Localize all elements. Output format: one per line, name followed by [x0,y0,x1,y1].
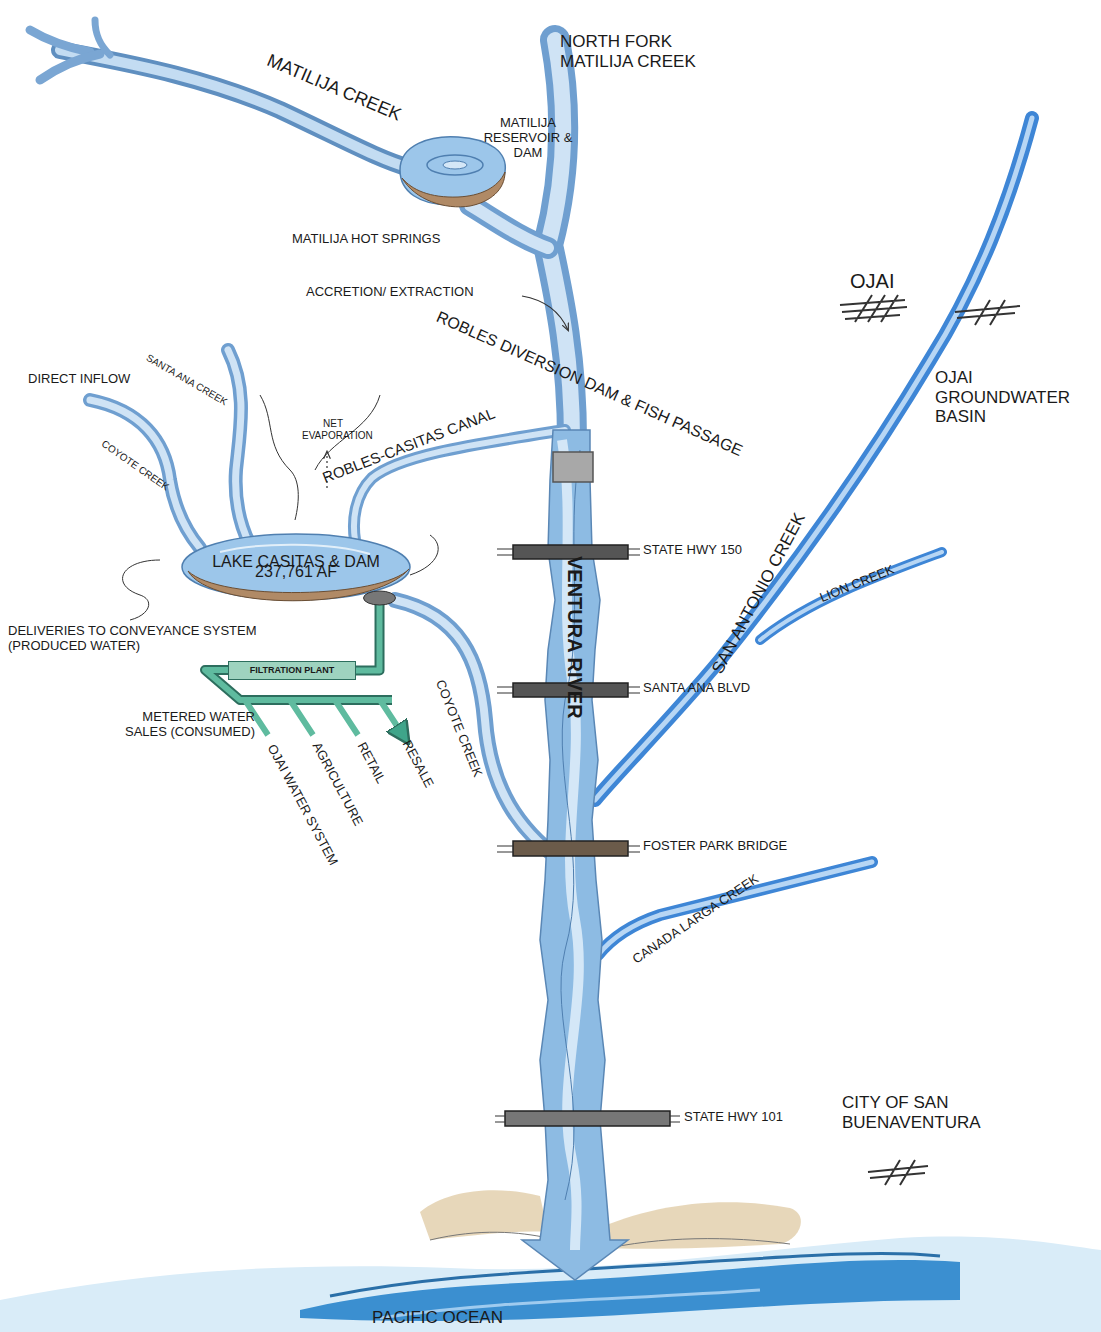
bridge-approach [495,549,680,1122]
matilija-reservoir [427,155,483,175]
plant-box: FILTRATION PLANT [228,661,356,680]
city-symbol [840,295,1020,1185]
creek [40,54,100,80]
lake-water [182,534,410,600]
matilija-reservoir [443,161,467,169]
creek-name: SANTA ANA CREEK [144,352,229,408]
leader-line [522,296,568,330]
bridge [513,841,628,856]
beach [420,1190,548,1240]
flow-label: NET EVAPORATION [302,418,364,441]
diversion-dam [553,452,593,482]
ocean-name: PACIFIC OCEAN [372,1308,503,1328]
creek [30,30,90,52]
creek [760,552,942,640]
use-category: RETAIL [354,740,388,786]
place-name: MATILIJA HOT SPRINGS [292,232,440,247]
creek [395,600,560,860]
creek-name: NORTH FORK MATILIJA CREEK [560,32,735,71]
reservoir-label: 237,761 AF [255,563,337,581]
matilija-reservoir [402,172,505,207]
creek [95,20,110,55]
bridge [505,545,670,1126]
beach [430,1232,548,1240]
road-name: STATE HWY 150 [643,543,742,558]
creek-name: LION CREEK [818,562,897,605]
creek [598,862,872,955]
creek [395,600,560,860]
callout: ACCRETION/ EXTRACTION [306,285,474,300]
creek [470,205,548,248]
flow-label: METERED WATER SALES (CONSUMED) [100,710,255,740]
dam-name: MATILIJA RESERVOIR & DAM [478,116,578,161]
diversion-dam [553,452,593,482]
creek [30,20,1032,955]
dam-outlet [364,591,396,605]
bridge-approach [497,549,640,555]
road-name: FOSTER PARK BRIDGE [643,839,787,854]
creek [90,400,200,548]
plant-label: FILTRATION PLANT [250,665,335,675]
pipe-outline [356,604,380,671]
creek [595,118,1032,800]
use-category: RESALE [399,738,436,790]
city-name: CITY OF SAN BUENAVENTURA [842,1093,1032,1132]
basin-name: OJAI GROUNDWATER BASIN [935,368,1070,427]
distribution-pipe [245,700,403,735]
flow-label: DIRECT INFLOW [28,372,130,387]
pipe-fill [356,604,380,671]
contour-line [410,535,438,575]
city-symbol [955,300,1020,325]
ocean [330,1254,940,1296]
contour-line [260,395,298,520]
creek [90,400,200,548]
conveyance-pipe [356,604,380,671]
creek [470,205,548,248]
creek [228,350,250,545]
bridge-approach [495,1116,680,1122]
road-name: SANTA ANA BLVD [643,681,750,696]
matilija-reservoir [400,137,505,207]
creek [60,50,410,168]
contour-line [123,395,439,620]
road-name: STATE HWY 101 [684,1110,783,1125]
flow-label: DELIVERIES TO CONVEYANCE SYSTEM (PRODUCE… [8,624,258,654]
leader-line [522,296,568,330]
creek [760,552,942,640]
bridge [505,1111,670,1126]
contour-line [123,560,160,620]
city-symbol [840,295,907,322]
creek [598,862,872,955]
creek [60,50,410,168]
creek [595,118,1032,800]
creek [228,350,250,545]
town-name: OJAI [850,270,894,293]
bridge-approach [497,846,640,852]
creek-name: SAN ANTONIO CREEK [708,510,809,677]
river-name: VENTURA RIVER [563,556,586,719]
reservoir-node: LAKE CASITAS & DAM237,761 AF [180,530,412,612]
city-symbol [868,1160,928,1185]
